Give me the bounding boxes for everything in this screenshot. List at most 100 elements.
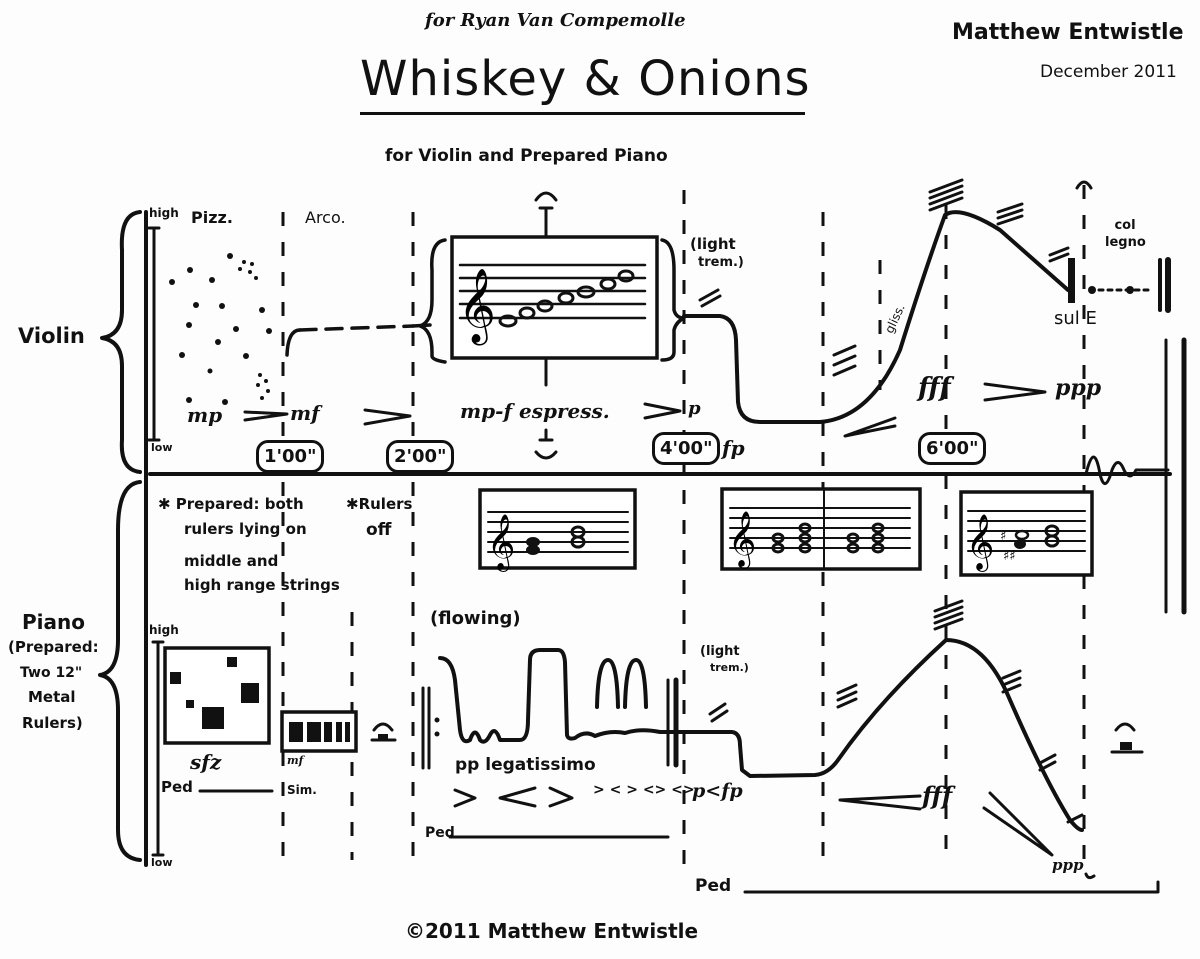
violin-cresc-hairpin [243,410,289,422]
svg-text:𝄞: 𝄞 [728,511,756,569]
fermata-small-icon [1075,180,1093,190]
technique-arco: Arco. [305,208,346,227]
violin-arco-line [298,324,415,332]
dynamic-small-hairpins: > < > <> <> [593,782,695,798]
dynamic-sfz: sfz [190,750,222,774]
violin-brace [100,210,142,474]
piano-light-trem-2: trem.) [710,661,749,674]
chord-staff-3: 𝄞 ♯ ♯♯ [966,510,1086,572]
piano-trem-marks [708,599,1084,824]
dedication: for Ryan Van Compemolle [425,10,686,31]
violin-label: Violin [18,324,85,348]
timestamp-4m: 4'00" [652,432,721,465]
svg-text:♯: ♯ [1000,529,1006,544]
timestamp-1m: 1'00" [256,440,325,473]
rulers-off-line2: off [366,520,392,540]
piano-ruler-notes [289,722,350,742]
piano-label-sub3: Metal [28,688,76,706]
piano-arch-1 [595,658,620,709]
rulers-off-line1: ✱Rulers [346,495,413,513]
trem-marks [698,178,1070,377]
dynamic-mp-f-espress: mp-f espress. [460,399,610,423]
dynamic-p-cresc-fp: p<fp [692,780,743,802]
violin-box-left-brace [418,238,447,364]
prepared-note-line3: middle and [184,552,279,570]
fermata-top-icon [534,191,558,202]
piano-label-sub1: (Prepared: [8,638,99,656]
dynamic-ppp: ppp [1055,375,1102,401]
fermata-piano-2-icon [1114,722,1136,732]
piano-label-sub4: Rulers) [22,714,83,732]
violin-staff-box [450,235,659,360]
small-curve [1084,872,1096,880]
pedal-marking-1: Ped [161,778,193,796]
prepared-note-line2: rulers lying on [184,520,307,538]
technique-pizz: Pizz. [191,208,233,227]
piano-range-high: high [149,623,179,637]
dynamic-mf: mf [290,401,320,425]
dynamic-piano-ppp: ppp [1052,856,1084,874]
composition-date: December 2011 [1040,62,1177,82]
piano-range-low: low [151,856,173,869]
svg-text:♯♯: ♯♯ [1003,549,1016,564]
violin-contour-line [682,210,1070,424]
dynamic-fff: fff [918,373,951,403]
violin-light-trem-1: (light [690,235,736,253]
composer-name: Matthew Entwistle [952,20,1184,45]
pedal-marking-3: Ped [695,876,732,896]
violin-decresc-hairpin-3 [983,382,1047,402]
dynamic-piano-mf: mf [287,754,304,767]
chord-staff-1: 𝄞 [487,511,629,572]
dynamic-pp-legatissimo: pp legatissimo [455,755,596,775]
violin-ending-wave [1084,455,1170,485]
dynamic-fp: fp [722,436,745,460]
fermata-bottom-icon [534,450,558,460]
hairpin-a [453,788,477,808]
violin-cresc-hairpin-2 [843,416,897,438]
title-underline [360,112,805,115]
page-title: Whiskey & Onions [360,51,811,107]
pedal-line-3 [743,880,1160,894]
timestamp-2m: 2'00" [386,440,455,473]
prepared-note-line1: ✱ Prepared: both [158,495,304,513]
svg-text:𝄞: 𝄞 [966,514,994,572]
violin-arco-start [285,328,302,357]
violin-light-trem-2: trem.) [698,255,744,270]
piano-label: Piano [22,610,85,634]
hairpin-d [838,794,922,811]
pedal-sim: Sim. [287,783,317,797]
violin-staff: 𝄞 [458,263,647,346]
prepared-note-line4: high range strings [184,576,340,594]
pizz-dots [169,253,272,405]
technique-col-legno: col legno [1105,218,1146,250]
fermata-piano-1-icon [372,722,394,732]
piano-chord-box-1 [478,488,637,570]
copyright-footer: ©2011 Matthew Entwistle [405,919,699,943]
piano-contour-line [438,638,1084,832]
piano-label-sub2: Two 12" [20,665,83,681]
chord-staff-2: 𝄞 [728,488,911,570]
piano-cluster-notes [170,657,259,729]
hairpin-b [498,786,537,808]
treble-clef-icon: 𝄞 [458,269,496,346]
violin-decresc-hairpin-2 [643,402,682,420]
violin-box-right-brace [660,238,686,362]
piano-arch-2 [623,658,648,709]
violin-range-high: high [149,206,179,220]
dynamic-mp: mp [187,403,223,427]
violin-range-low: low [151,441,173,454]
subtitle: for Violin and Prepared Piano [385,146,668,166]
hairpin-c [548,786,574,808]
technique-sul-e: sul E [1054,308,1097,329]
piano-brace [98,480,142,862]
dynamic-piano-fff: fff [922,781,953,810]
dynamic-p: p [688,398,701,419]
timestamp-6m: 6'00" [918,432,987,465]
svg-text:𝄞: 𝄞 [487,514,515,572]
pedal-marking-2: Ped [425,825,455,841]
flowing-marking: (flowing) [430,608,521,629]
hairpin-e [982,791,1054,857]
sul-e-bar [1068,258,1075,303]
violin-decresc-hairpin-1 [363,408,412,426]
